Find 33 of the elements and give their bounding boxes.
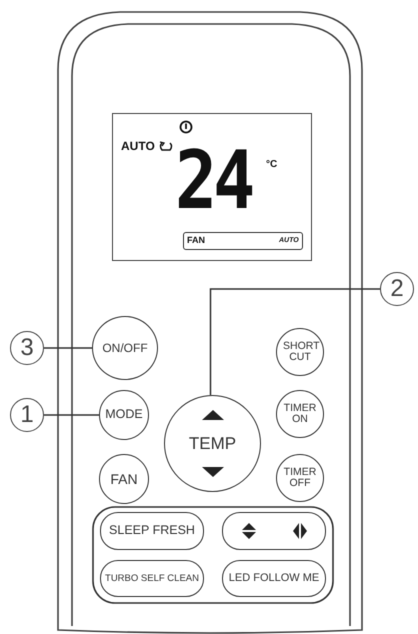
round-button [276, 454, 324, 502]
mode-indicator: AUTO [121, 140, 155, 152]
callout-text: 3 [20, 335, 34, 361]
fan-label: FAN [187, 236, 205, 245]
round-button [276, 390, 324, 438]
lcd-display [112, 113, 312, 261]
callout-number [10, 331, 44, 365]
leader-line [44, 347, 92, 349]
button-label: FAN [110, 472, 138, 486]
round-button [99, 454, 149, 504]
button-label: ON/OFF [102, 342, 148, 354]
callout-text: 1 [20, 402, 34, 428]
button-label: TIMER ON [283, 402, 317, 426]
pill-button [100, 512, 204, 550]
pill-button [222, 560, 326, 597]
callout-number [10, 398, 44, 432]
callout-number [380, 272, 414, 306]
unit-label: °C [266, 160, 278, 170]
button-label: SHORT CUT [283, 340, 317, 364]
callout-text: 2 [390, 276, 404, 302]
button-label: SLEEP FRESH [109, 524, 195, 538]
leader-line [44, 414, 99, 416]
temperature-reading: 24 [175, 140, 252, 220]
arrow-button [222, 512, 326, 550]
button-label: TURBO SELF CLEAN [105, 574, 199, 584]
button-label: MODE [105, 408, 143, 422]
button-label: TEMP [188, 434, 236, 452]
leader-line [210, 288, 380, 396]
pill-button [100, 560, 204, 597]
round-button [99, 390, 149, 440]
button-label: TIMER OFF [283, 466, 317, 490]
round-button [276, 328, 324, 376]
button-label: LED FOLLOW ME [228, 572, 320, 584]
